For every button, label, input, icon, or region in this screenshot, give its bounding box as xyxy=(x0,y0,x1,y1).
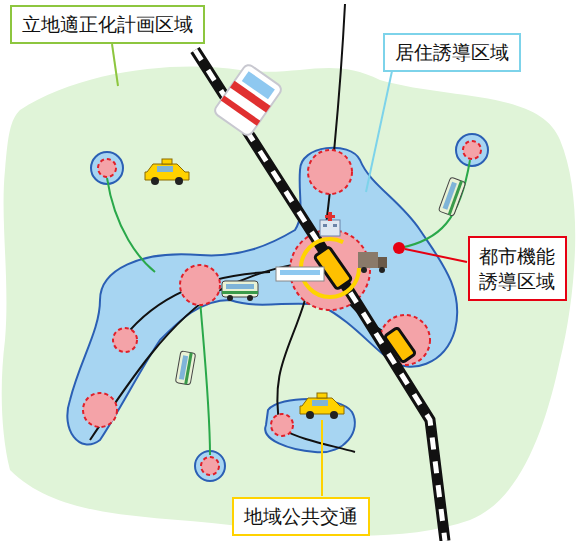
area-callout-box: 地域公共交通 xyxy=(232,497,370,536)
leader-line xyxy=(112,44,467,496)
area-callout-box: 都市機能 誘導区域 xyxy=(468,236,567,301)
planning-area xyxy=(2,66,576,535)
bus-route xyxy=(90,4,412,452)
train-icon xyxy=(213,63,283,137)
callout-label: 地域公共交通 xyxy=(244,504,358,529)
truck-icon xyxy=(358,252,387,273)
hub-marker xyxy=(393,242,405,254)
callout-label: 都市機能 誘導区域 xyxy=(478,244,557,293)
area-callout-box: 居住誘導区域 xyxy=(383,33,521,72)
bus-icon xyxy=(175,177,465,385)
area-callout-box: 立地適正化計画区域 xyxy=(10,5,205,44)
callout-label: 立地適正化計画区域 xyxy=(22,12,193,37)
railway xyxy=(195,50,445,541)
hospital-icon xyxy=(320,212,340,236)
taxi-icon xyxy=(145,159,344,419)
station-icon xyxy=(276,267,324,281)
train xyxy=(314,246,416,362)
callout-label: 居住誘導区域 xyxy=(395,40,509,65)
